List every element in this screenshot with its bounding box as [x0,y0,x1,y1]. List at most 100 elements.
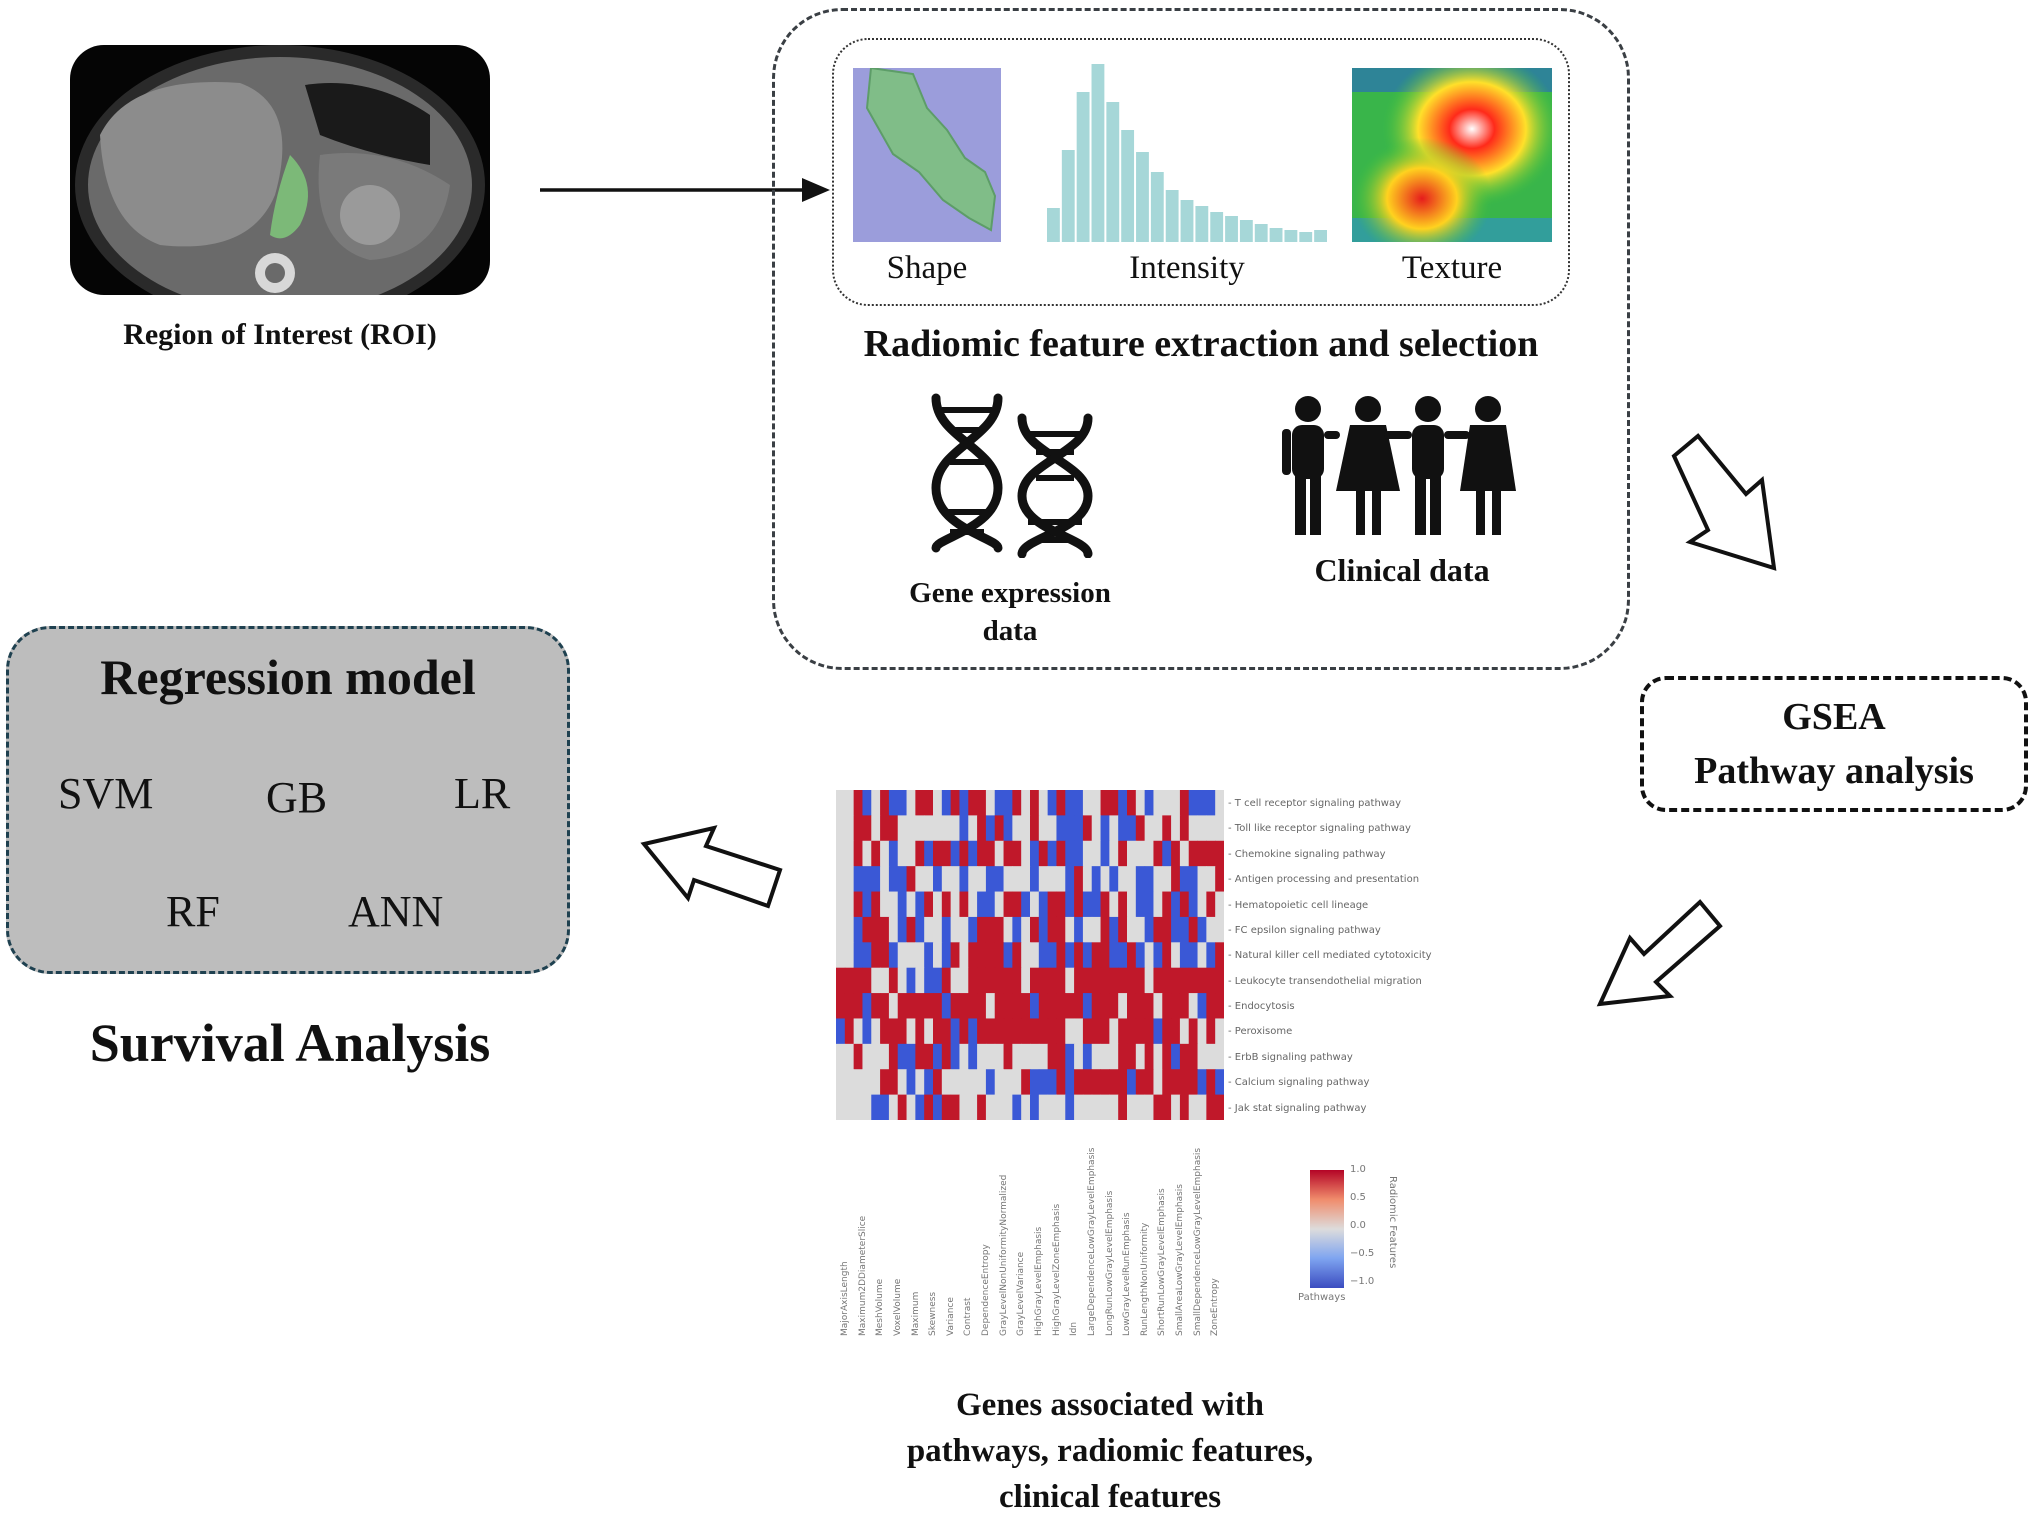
heatmap-cell [1082,815,1093,842]
colorbar-tick: 0.5 [1350,1192,1366,1203]
heatmap-cell [862,1069,872,1096]
heatmap-cell [959,993,969,1019]
heatmap-cell [941,815,952,842]
heatmap-cell [897,866,908,893]
heatmap-cell [915,815,925,842]
colorbar-sublabel: Pathways [1298,1292,1346,1303]
heatmap-cell [924,916,934,943]
heatmap-cell [915,993,925,1019]
heatmap-cell [950,891,960,918]
heatmap-cell [968,1043,978,1070]
heatmap-cell [1021,815,1031,842]
heatmap-cell [1188,891,1199,918]
heatmap-cell [1188,1018,1199,1045]
heatmap-cell [933,1018,943,1045]
heatmap-cell [1215,1094,1225,1121]
heatmap-cell [1021,967,1031,994]
heatmap-cell [1179,891,1190,918]
heatmap-cell [906,967,916,994]
heatmap-cell [880,840,890,867]
heatmap-cell [959,1018,969,1045]
heatmap-cell [1135,815,1146,842]
intensity-histogram-thumbnail [1046,60,1328,242]
heatmap-cell [1206,1094,1216,1121]
heatmap-cell [1047,1069,1057,1096]
pathway-label: - Natural killer cell mediated cytotoxic… [1228,950,1432,962]
heatmap-cell [994,967,1005,994]
heatmap-cell [880,993,890,1019]
heatmap-cell [959,840,969,867]
heatmap-cell [1127,1043,1137,1070]
pathway-label: - Chemokine signaling pathway [1228,848,1386,860]
heatmap-cell [1206,815,1216,842]
pathway-label: - Jak stat signaling pathway [1228,1102,1367,1114]
histogram-bar [1269,228,1283,242]
heatmap-cell [1047,916,1057,943]
heatmap-cell [853,815,863,842]
heatmap-cell [1056,790,1066,816]
heatmap-cell [1091,967,1102,994]
heatmap-cell [941,891,952,918]
shape-thumbnail [853,66,1001,242]
heatmap-cell [844,891,855,918]
heatmap-cell [897,967,908,994]
heatmap-cell [1100,891,1110,918]
heatmap-cell [844,916,855,943]
heatmap-cell [888,815,899,842]
people-icon [1280,395,1516,535]
heatmap-cell [1162,1018,1172,1045]
heatmap-cell [1153,866,1163,893]
regression-model-box [6,626,570,974]
heatmap-cell [994,840,1005,867]
heatmap-cell [836,1094,846,1121]
heatmap-cell [1215,942,1225,969]
heatmap-cell [1012,1018,1022,1045]
heatmap-cell [1153,1043,1163,1070]
radiomic-extraction-panel [772,8,1630,670]
heatmap-cell [1003,942,1013,969]
heatmap-cell [1091,916,1102,943]
heatmap-cell [1038,1094,1049,1121]
heatmap-cell [1047,1018,1057,1045]
heatmap-cell [1056,1018,1066,1045]
heatmap-cell [1118,1043,1128,1070]
pathway-label: - ErbB signaling pathway [1228,1051,1353,1063]
heatmap-cell [906,790,916,816]
heatmap-cell [1012,891,1022,918]
heatmap-cell [1153,840,1163,867]
heatmap-cell [950,866,960,893]
heatmap-cell [1003,967,1013,994]
heatmap-cell [1074,1043,1084,1070]
heatmap-cell [1162,866,1172,893]
heatmap-cell [915,1069,925,1096]
heatmap-cell [880,891,890,918]
heatmap-cell [1197,790,1207,816]
heatmap-cell [1144,891,1154,918]
heatmap-cell [1091,942,1102,969]
heatmap-cell [853,967,863,994]
heatmap-cell [1065,993,1075,1019]
heatmap-cell [1056,1094,1066,1121]
feature-label: GrayLevelNonUniformityNormalized [998,1174,1009,1336]
heatmap-cell [906,1018,916,1045]
heatmap-cell [1179,790,1190,816]
heatmap-cell [853,993,863,1019]
heatmap-cell [836,1069,846,1096]
heatmap-cell [1100,1069,1110,1096]
heatmap-cell [933,1094,943,1121]
heatmap-cell [906,993,916,1019]
heatmap-cell [1118,916,1128,943]
heatmap-cell [897,916,908,943]
heatmap-cell [1038,866,1049,893]
heatmap-cell [977,891,987,918]
heatmap-cell [924,1094,934,1121]
pathway-label: - T cell receptor signaling pathway [1228,798,1402,809]
heatmap-cell [941,840,952,867]
heatmap-cell [994,1043,1005,1070]
heatmap-cell [1118,967,1128,994]
heatmap-cell [1171,967,1181,994]
heatmap-cell [1144,967,1154,994]
heatmap-cell [1127,1018,1137,1045]
heatmap-cell [1021,790,1031,816]
